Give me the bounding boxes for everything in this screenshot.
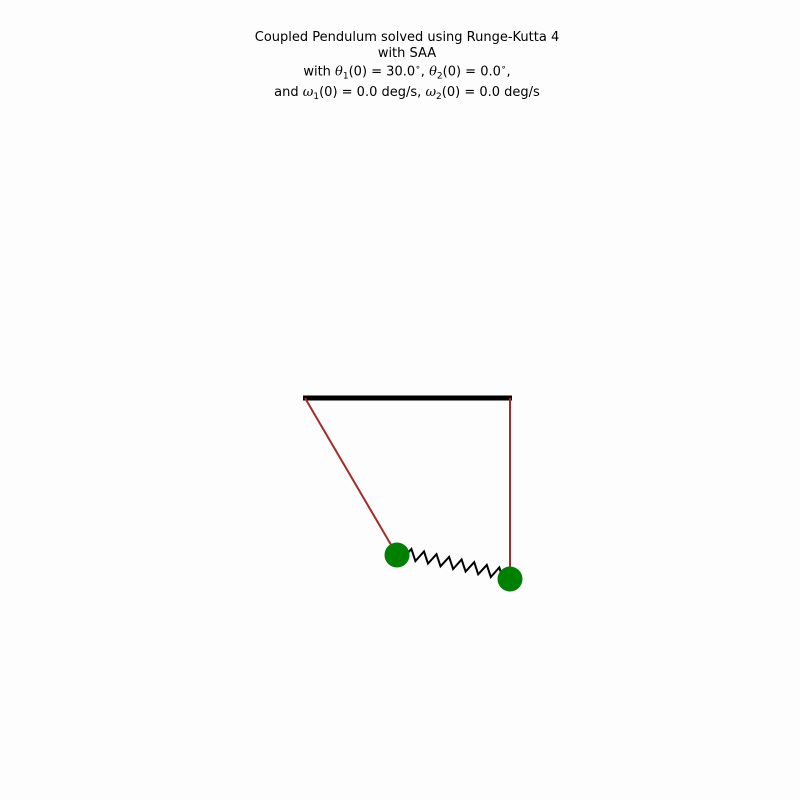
omega2-initial-value: (0) = 0.0 deg/s: [441, 84, 540, 100]
plot-title: Coupled Pendulum solved using Runge-Kutt…: [0, 30, 800, 105]
omega2-subscript: 2: [436, 91, 442, 102]
title-line-3-prefix: with: [303, 64, 336, 80]
omega1-initial-value: (0) = 0.0 deg/s: [319, 84, 418, 100]
title-line-3: with θ1(0) = 30.0∘, θ2(0) = 0.0∘,: [0, 61, 800, 85]
coupling-spring: [396, 542, 511, 581]
pendulum-bob-1: [384, 542, 410, 568]
title-line-2: with SAA: [377, 45, 437, 61]
theta1-subscript: 1: [342, 71, 349, 82]
title-line-4: and ω1(0) = 0.0 deg/s, ω2(0) = 0.0 deg/s: [0, 85, 800, 106]
comma-1: ,: [420, 64, 425, 80]
title-line-1: Coupled Pendulum solved using Runge-Kutt…: [254, 30, 560, 45]
title-line-4-prefix: and: [274, 84, 303, 100]
omega1-symbol: ω: [302, 84, 314, 100]
theta1-degree: ∘: [415, 63, 421, 73]
theta2-symbol: θ: [429, 64, 437, 80]
omega2-symbol: ω: [425, 84, 437, 100]
pendulum-bob-2: [497, 566, 523, 592]
theta2-degree: ∘: [500, 63, 507, 73]
omega1-subscript: 1: [313, 91, 320, 102]
theta2-initial-value: (0) = 0.0: [442, 64, 501, 80]
comma-2: ,: [506, 64, 511, 80]
comma-3: ,: [417, 84, 422, 100]
theta1-initial-value: (0) = 30.0: [348, 64, 416, 80]
pendulum-rod-1: [304, 397, 398, 556]
theta1-symbol: θ: [335, 64, 343, 80]
theta2-subscript: 2: [436, 71, 443, 82]
